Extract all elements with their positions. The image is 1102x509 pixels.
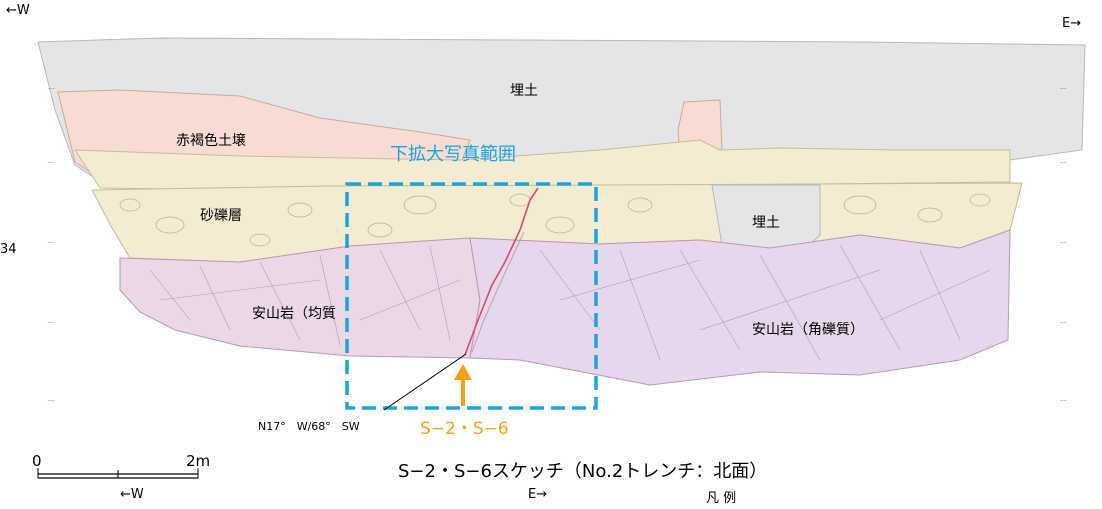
elevation-mark: ── xyxy=(48,240,56,246)
elevation-mark: ── xyxy=(48,398,56,404)
andesite-brecciated-label: 安山岩（角礫質） xyxy=(752,322,864,338)
elevation-mark: ── xyxy=(1060,160,1068,166)
west-direction-top: ←W xyxy=(6,3,30,18)
legend-label: 凡 例 xyxy=(706,491,737,506)
andesite-brecciated-layer xyxy=(469,229,1011,386)
elevation-mark: ── xyxy=(48,320,56,326)
fault-pointer-arrow xyxy=(454,364,472,406)
fault-line-shadow xyxy=(471,231,525,353)
gravel-label: 砂礫層 xyxy=(200,208,242,224)
scale-end-label: 2m xyxy=(186,452,211,470)
reddish-brown-soil-label: 赤褐色土壌 xyxy=(176,133,246,149)
elevation-mark: ── xyxy=(48,160,56,166)
fault-attitude-label: N17° W/68° SW xyxy=(258,420,360,433)
andesite-homogeneous-layer xyxy=(119,237,481,359)
photo-range-box xyxy=(345,182,598,410)
west-direction-bottom: ←W xyxy=(120,487,144,502)
attitude-leader-line xyxy=(383,353,467,411)
fault-line xyxy=(464,187,539,356)
crack-lines xyxy=(149,244,991,361)
andesite-homogeneous-label: 安山岩（均質 xyxy=(252,306,336,322)
photo-range-label: 下拡大写真範囲 xyxy=(390,144,516,165)
east-direction-top: E→ xyxy=(1062,16,1082,31)
elevation-mark: ── xyxy=(48,86,56,92)
elevation-mark: ── xyxy=(1060,86,1068,92)
scale-bar xyxy=(37,468,199,479)
elevation-mark: ── xyxy=(1060,398,1068,404)
elevation-mark: ── xyxy=(1060,240,1068,246)
fill-top-label: 埋土 xyxy=(510,83,538,99)
left-edge-number: 34 xyxy=(0,242,17,257)
east-direction-bottom: E→ xyxy=(528,487,548,502)
elevation-mark: ── xyxy=(1060,320,1068,326)
fault-name-label: S−2・S−6 xyxy=(420,419,509,439)
figure-caption: S−2・S−6スケッチ（No.2トレンチ：北面） xyxy=(398,461,768,482)
fill-right-label: 埋土 xyxy=(752,215,780,231)
scale-zero-label: 0 xyxy=(32,452,42,470)
